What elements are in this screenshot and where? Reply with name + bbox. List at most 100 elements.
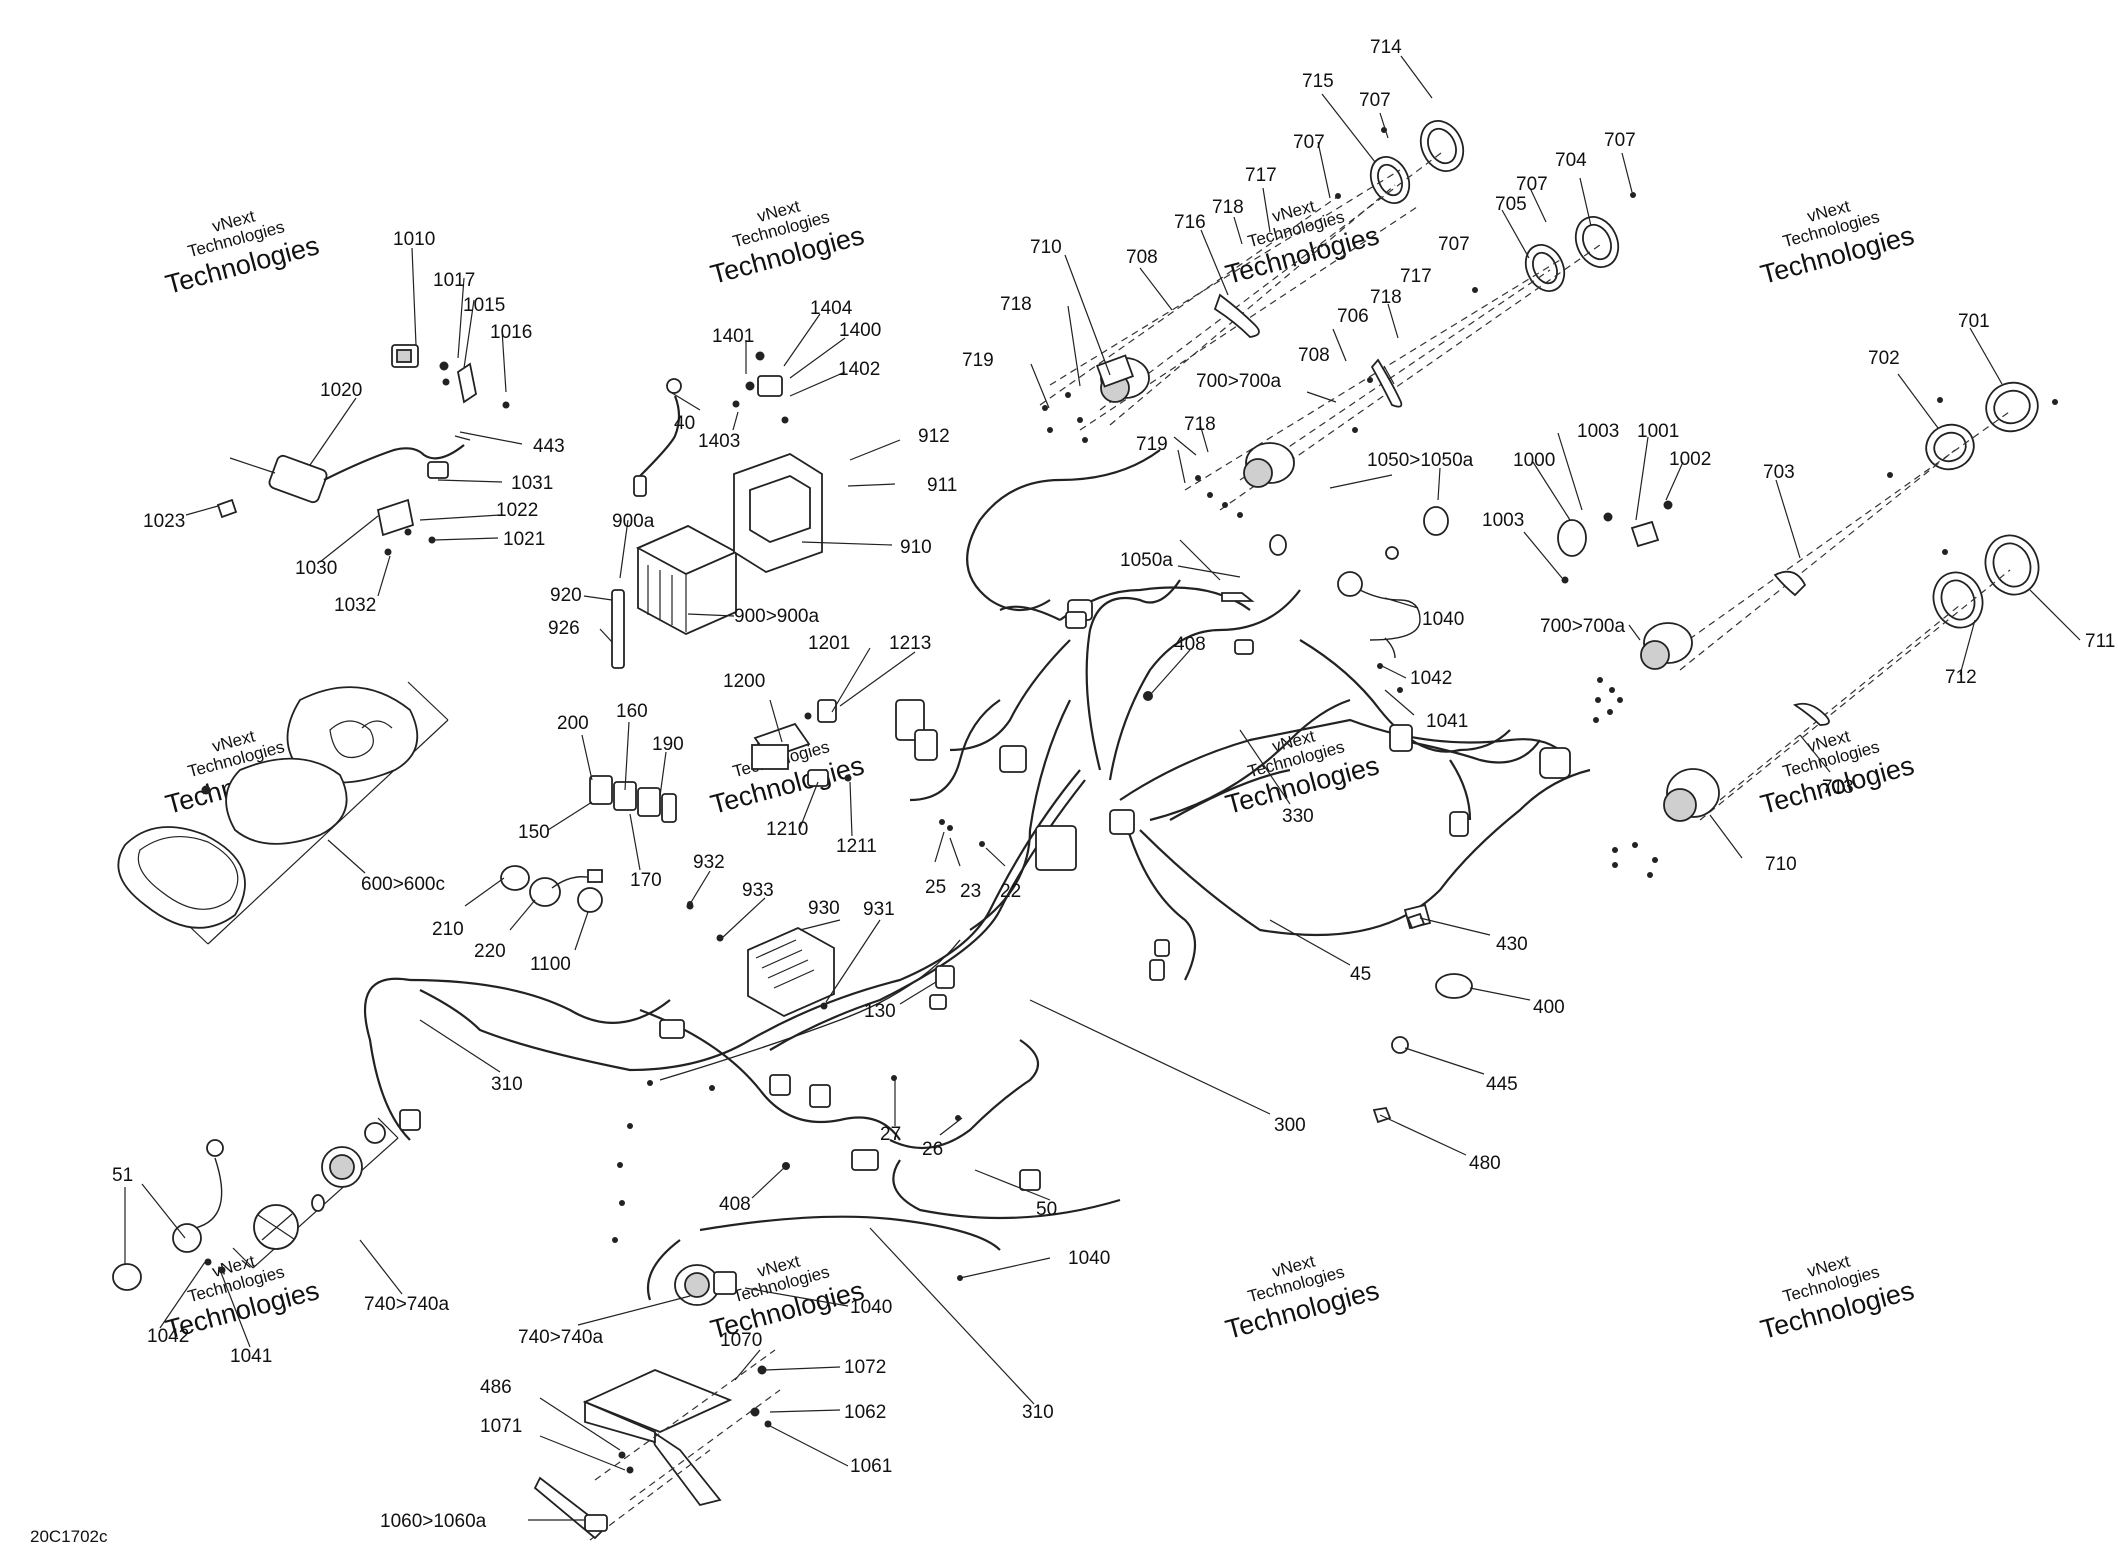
callout: 718 <box>1370 287 1402 308</box>
callout: 45 <box>1350 964 1371 985</box>
watermark: vNext Technologies Technologies <box>162 206 322 299</box>
watermark: vNext Technologies Technologies <box>1757 726 1917 819</box>
callout: 408 <box>719 1194 751 1215</box>
callout: 1100 <box>530 954 571 975</box>
callout: 1050a <box>1120 550 1173 571</box>
callout: 210 <box>432 919 464 940</box>
gauge-cluster-600 <box>117 681 449 945</box>
callout: 40 <box>674 413 695 434</box>
callout: 27 <box>880 1124 901 1145</box>
callout: 443 <box>533 436 565 457</box>
callout: 1404 <box>810 298 853 319</box>
callout: 718 <box>1212 197 1244 218</box>
callout: 716 <box>1174 212 1206 233</box>
watermark: vNext Technologies Technologies <box>1757 196 1917 289</box>
callout: 220 <box>474 941 506 962</box>
callout: 26 <box>922 1139 943 1160</box>
callout: 50 <box>1036 1199 1057 1220</box>
callout: 1213 <box>889 633 931 654</box>
headlight-700-upper <box>1243 442 1295 488</box>
callout: 1200 <box>723 671 765 692</box>
handlebar-switch-assembly <box>216 344 510 556</box>
callout: 1210 <box>766 819 808 840</box>
callout: 200 <box>557 713 589 734</box>
lamp-sockets-upper <box>1221 506 1449 659</box>
callout: 920 <box>550 585 582 606</box>
watermark: vNext Technologies Technologies <box>707 196 867 289</box>
callout: 714 <box>1370 37 1402 58</box>
callout: 310 <box>491 1074 523 1095</box>
callout: 1201 <box>808 633 850 654</box>
callout: 715 <box>1302 71 1334 92</box>
callout: 704 <box>1555 150 1587 171</box>
callout: 717 <box>1245 165 1277 186</box>
callout: 706 <box>1337 306 1369 327</box>
callout: 1000 <box>1513 450 1555 471</box>
callout: 1040 <box>1068 1248 1110 1269</box>
callout: 300 <box>1274 1115 1306 1136</box>
ignition-switch <box>500 865 603 913</box>
callout: 1403 <box>698 431 740 452</box>
callout: 1001 <box>1637 421 1679 442</box>
callout: 1041 <box>1426 711 1468 732</box>
fasteners <box>612 663 1403 1281</box>
callout: 930 <box>808 898 840 919</box>
callout: 1401 <box>712 326 754 347</box>
callout: 480 <box>1469 1153 1501 1174</box>
headlight-700-right <box>1640 622 1693 670</box>
callout: 430 <box>1496 934 1528 955</box>
callout: 717 <box>1400 266 1432 287</box>
diagram-code: 20C1702c <box>30 1527 108 1546</box>
callout: 190 <box>652 734 684 755</box>
callout: 719 <box>1136 434 1168 455</box>
callout: 1020 <box>320 380 362 401</box>
regulator-930 <box>686 902 835 1018</box>
callout: 707 <box>1516 174 1548 195</box>
callout: 408 <box>1174 634 1206 655</box>
fuse-block <box>589 775 677 823</box>
main-wiring-harness <box>363 449 1591 1301</box>
callout: 1016 <box>490 322 532 343</box>
callout: 710 <box>1765 854 1797 875</box>
leader-lines <box>124 55 2081 1521</box>
callout: 1003 <box>1482 510 1524 531</box>
part-drawings <box>112 120 2058 1541</box>
callout: 1010 <box>393 229 435 250</box>
callout: 22 <box>1000 881 1021 902</box>
callout: 900>900a <box>734 606 819 627</box>
callout: 712 <box>1945 667 1977 688</box>
bracket-1070 <box>533 1349 781 1541</box>
headlight-assembly-right <box>1593 381 2058 878</box>
callout: 310 <box>1022 1402 1054 1423</box>
relay-1200 <box>751 699 852 787</box>
callout: 51 <box>112 1165 133 1186</box>
callout: 1021 <box>503 529 545 550</box>
callout: 707 <box>1359 90 1391 111</box>
horn-1000 <box>1557 500 1673 584</box>
callout: 1061 <box>850 1456 892 1477</box>
callout: 1041 <box>230 1346 272 1367</box>
rear-light-assembly <box>112 1117 399 1291</box>
callout: 703 <box>1763 462 1795 483</box>
callout-labels: 714 715 707 707 707 704 707 705 717 718 … <box>112 37 2115 1532</box>
watermark: vNext Technologies Technologies <box>1222 726 1382 819</box>
small-parts-right <box>1372 912 1473 1124</box>
callout: 150 <box>518 822 550 843</box>
callout: 705 <box>1495 194 1527 215</box>
callout: 1062 <box>844 1402 886 1423</box>
callout: 701 <box>1958 311 1990 332</box>
callout: 330 <box>1282 806 1314 827</box>
callout: 600>600c <box>361 874 445 895</box>
callout: 486 <box>480 1377 512 1398</box>
callout: 910 <box>900 537 932 558</box>
callout: 1030 <box>295 558 337 579</box>
callout: 23 <box>960 881 981 902</box>
module-910 <box>733 453 823 573</box>
callout: 1022 <box>496 500 538 521</box>
callout: 1042 <box>1410 668 1452 689</box>
callout: 740>740a <box>364 1294 449 1315</box>
callout: 1070 <box>720 1330 762 1351</box>
callout: 700>700a <box>1196 371 1281 392</box>
callout: 1072 <box>844 1357 886 1378</box>
